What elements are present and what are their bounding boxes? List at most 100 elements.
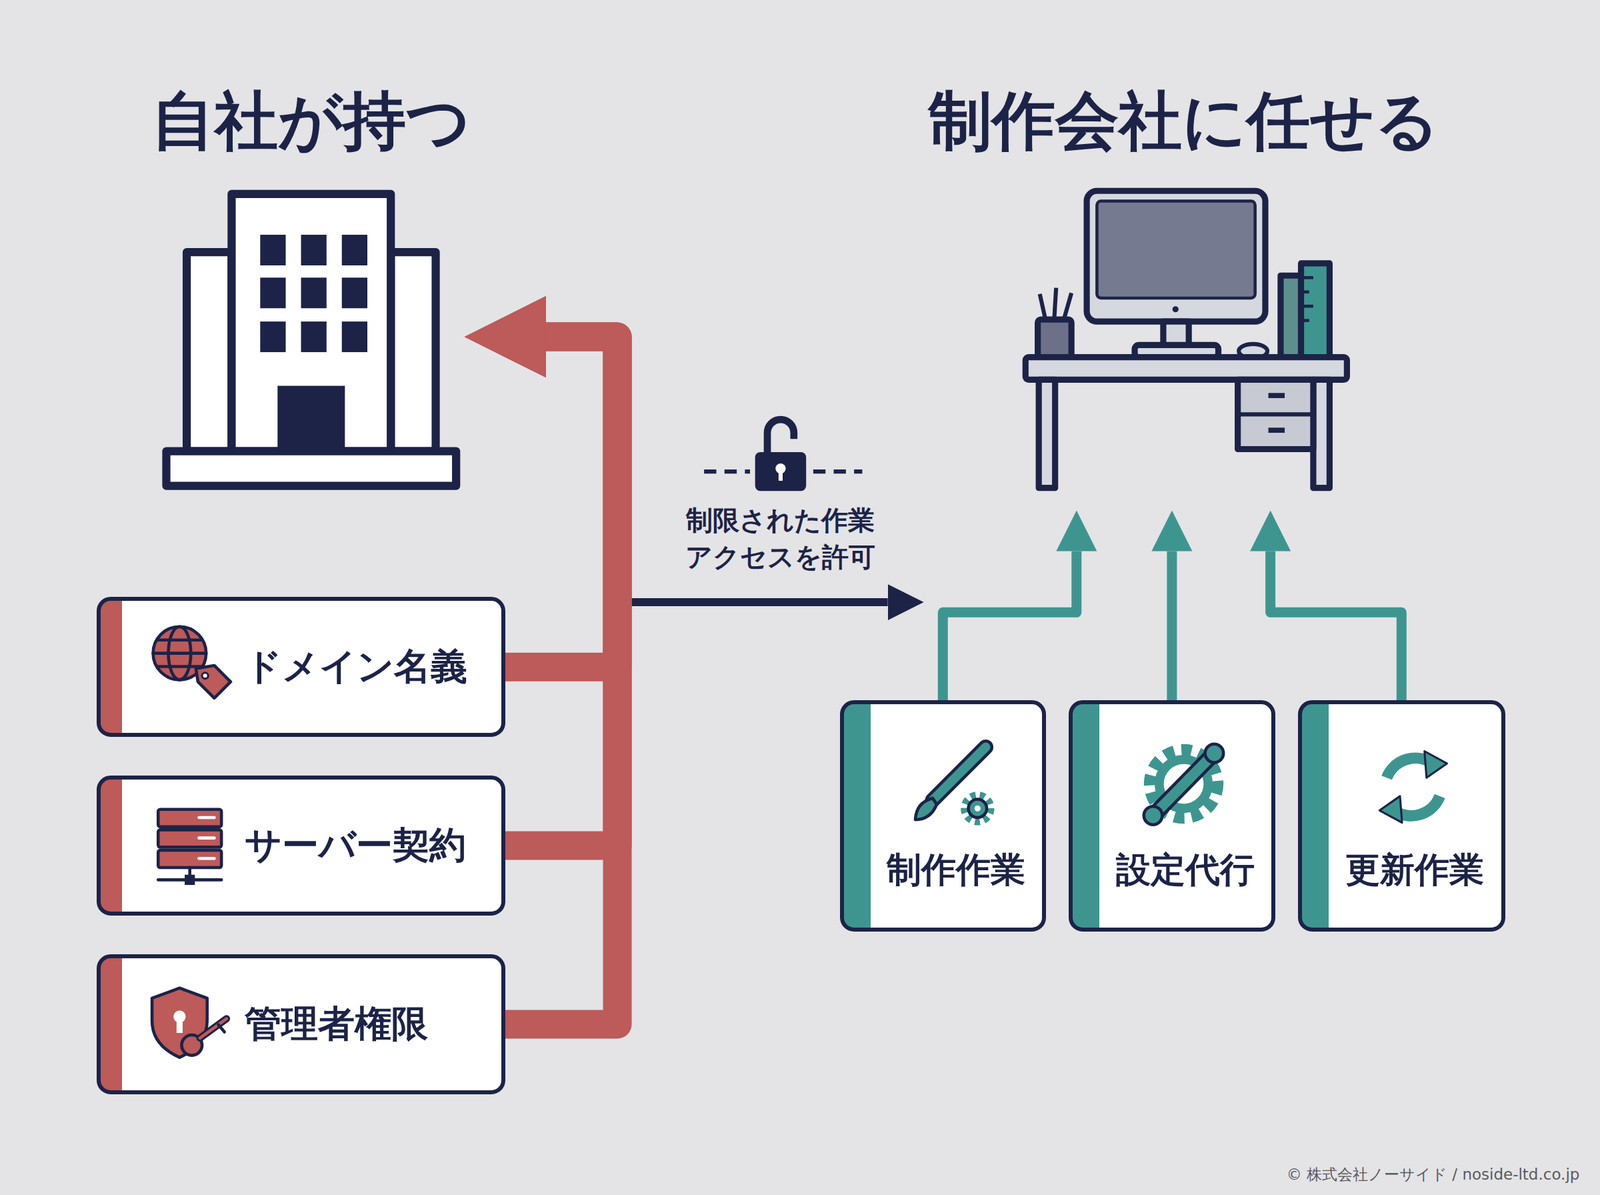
monitor-dot bbox=[1172, 306, 1179, 312]
building-windows-part bbox=[342, 234, 368, 266]
building-windows-part bbox=[260, 277, 286, 308]
shield-key-icon-part bbox=[200, 1018, 227, 1038]
desk-top bbox=[1025, 357, 1347, 380]
edge-label: 制限された作業 アクセスを許可 bbox=[658, 502, 903, 576]
ruler-ticks-part bbox=[1301, 276, 1314, 280]
brush-gear-icon-part bbox=[932, 746, 986, 800]
server-icon-part bbox=[188, 867, 192, 880]
shield-key-icon bbox=[152, 988, 227, 1058]
globe-tag-icon bbox=[153, 626, 231, 698]
building-windows-part bbox=[342, 277, 368, 308]
ruler bbox=[1301, 263, 1330, 358]
asset-box: ドメイン名義 bbox=[96, 596, 505, 737]
server-icon bbox=[158, 809, 222, 885]
vendor-group: 制作会社に任せる bbox=[923, 81, 1444, 510]
drawer-line bbox=[1238, 412, 1314, 416]
section-heading: 制作会社に任せる bbox=[923, 81, 1444, 163]
ruler-ticks-part bbox=[1301, 304, 1314, 308]
box-label: 更新作業 bbox=[1328, 846, 1502, 894]
gear-wrench-icon-part bbox=[1205, 744, 1224, 763]
globe-tag-icon-part bbox=[202, 672, 208, 679]
brush-gear-icon-part bbox=[968, 798, 988, 818]
box-label: 管理者権限 bbox=[244, 958, 428, 1090]
box-label: 制作作業 bbox=[870, 846, 1042, 894]
shield-key-icon-part bbox=[200, 1018, 227, 1038]
brush-gear-icon-part bbox=[964, 794, 991, 822]
teal-connector bbox=[1166, 551, 1177, 700]
desk-leg bbox=[1038, 379, 1055, 488]
building-windows-part bbox=[260, 234, 286, 266]
gear-wrench-icon-part bbox=[1159, 759, 1208, 808]
illustrations bbox=[166, 190, 1347, 491]
brush-gear-icon-part bbox=[915, 798, 937, 820]
globe-tag-icon-part bbox=[157, 664, 202, 668]
office-building bbox=[166, 194, 456, 486]
server-icon-part bbox=[158, 829, 222, 847]
brush-gear-icon-part bbox=[932, 746, 986, 800]
task-box: 制作作業 bbox=[840, 700, 1046, 932]
drawer-handle bbox=[1268, 427, 1285, 433]
shield-key-icon-part bbox=[218, 1024, 225, 1032]
gear-wrench-icon-part bbox=[1150, 750, 1218, 818]
ruler-ticks bbox=[1301, 277, 1314, 320]
lock-shackle bbox=[767, 419, 794, 454]
monitor-screen bbox=[1096, 201, 1255, 298]
pen-cup bbox=[1038, 319, 1072, 358]
building-wing bbox=[390, 252, 436, 451]
shield-key-icon-part bbox=[181, 1034, 202, 1056]
dashed-line bbox=[704, 469, 750, 474]
asset-box: 管理者権限 bbox=[96, 954, 505, 1094]
owner-group: 自社が持つ bbox=[158, 81, 464, 490]
building-windows bbox=[260, 234, 368, 451]
building-windows-part bbox=[277, 386, 345, 452]
brush-gear-icon bbox=[915, 746, 991, 822]
building-windows-part bbox=[260, 321, 286, 352]
box-label: サーバー契約 bbox=[244, 779, 466, 912]
drawer-handle bbox=[1268, 392, 1285, 398]
refresh-icon-part bbox=[1386, 758, 1433, 778]
building-windows-part bbox=[301, 321, 327, 352]
brush-gear-icon-part bbox=[974, 805, 981, 812]
ruler-ticks-part bbox=[1301, 318, 1310, 322]
red-connector bbox=[505, 336, 618, 1024]
globe-tag-icon-part bbox=[153, 651, 207, 655]
dashed-line bbox=[813, 469, 862, 474]
work-desk bbox=[1025, 190, 1347, 488]
task-box: 更新作業 bbox=[1298, 700, 1506, 932]
shield-key-icon-part bbox=[173, 1010, 186, 1022]
asset-box: サーバー契約 bbox=[96, 775, 505, 916]
server-icon-part bbox=[158, 850, 222, 868]
gear-wrench-icon-part bbox=[1155, 755, 1213, 814]
refresh-icon bbox=[1379, 751, 1447, 823]
ruler-ticks-part bbox=[1301, 290, 1310, 294]
server-icon-part bbox=[198, 816, 214, 820]
red-connector bbox=[505, 336, 618, 846]
server-icon-part bbox=[198, 836, 214, 840]
refresh-icon-part bbox=[1379, 796, 1402, 823]
building-wing bbox=[186, 252, 232, 451]
server-icon-part bbox=[158, 878, 222, 882]
desk-drawer bbox=[1238, 379, 1314, 449]
icons bbox=[152, 626, 1447, 1058]
server-icon-part bbox=[158, 809, 222, 827]
open-lock bbox=[704, 419, 862, 491]
teal-connector bbox=[942, 551, 1077, 700]
copyright-note: © 株式会社ノーサイド / noside-ltd.co.jp bbox=[1286, 1164, 1580, 1185]
server-icon-part bbox=[198, 856, 214, 860]
keyhole bbox=[778, 470, 783, 481]
teal-connector bbox=[1270, 551, 1402, 700]
globe-tag-icon-part bbox=[153, 626, 207, 680]
monitor bbox=[1086, 190, 1266, 322]
building-tower bbox=[231, 194, 391, 452]
task-box: 設定代行 bbox=[1068, 700, 1276, 932]
box-label: 設定代行 bbox=[1099, 846, 1272, 894]
lock-body bbox=[755, 452, 807, 491]
globe-tag-icon-part bbox=[196, 665, 231, 698]
server-icon-part bbox=[184, 874, 195, 885]
building-base bbox=[166, 451, 456, 486]
shield-key-icon-part bbox=[176, 1018, 183, 1033]
gear-wrench-icon bbox=[1144, 744, 1224, 825]
